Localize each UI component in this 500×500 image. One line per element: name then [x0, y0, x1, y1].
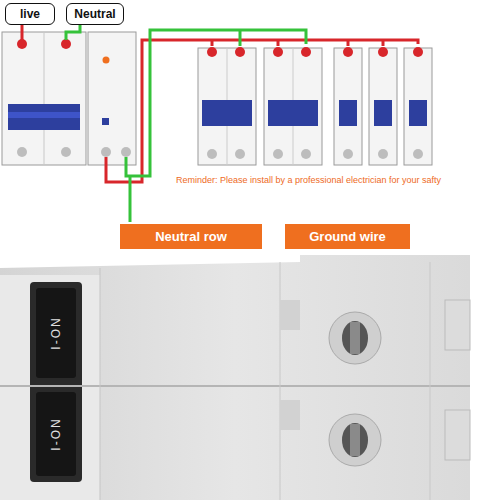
illustration-line [0, 385, 470, 387]
illustration-circle [17, 39, 27, 49]
illustration-rect [8, 112, 80, 118]
illustration-circle [103, 57, 110, 64]
supply-tag: Neutral [66, 3, 124, 25]
illustration-line [100, 268, 101, 500]
node-text: Neutral row [155, 229, 227, 244]
illustration-circle [329, 312, 381, 364]
label-band: Neutral row [120, 224, 262, 249]
illustration-rect [445, 300, 470, 350]
toggle-marking: I-ON [49, 417, 63, 450]
illustration-polyline [66, 25, 80, 40]
illustration-circle [301, 47, 311, 57]
illustration-rect [198, 48, 256, 165]
main-breaker [2, 32, 86, 165]
illustration-line [211, 40, 214, 46]
toggle-marking: I-ON [49, 316, 63, 349]
illustration-rect [8, 104, 80, 130]
illustration-circle [61, 147, 71, 157]
illustration-circle [343, 149, 353, 159]
illustration-line [430, 262, 431, 500]
illustration-rect [350, 424, 360, 456]
illustration-line [347, 40, 350, 46]
illustration-rect [88, 32, 136, 165]
illustration-ellipse [342, 321, 368, 355]
illustration-circle [329, 414, 381, 466]
illustration-rect [339, 100, 357, 126]
illustration-line [277, 40, 280, 46]
illustration-circle [121, 147, 131, 157]
illustration-circle [17, 147, 27, 157]
single-pole-breakers [334, 47, 432, 165]
illustration-line [382, 40, 385, 46]
illustration-rect [369, 48, 397, 165]
illustration-circle [378, 149, 388, 159]
illustration-circle [235, 149, 245, 159]
reminder-note: Reminder: Please install by a profession… [176, 175, 441, 185]
rcd-module [88, 32, 136, 165]
illustration-line [280, 262, 281, 500]
illustration-rect [2, 32, 86, 165]
illustration-rect [374, 100, 392, 126]
branch-drops [212, 30, 383, 46]
illustration-rect [202, 100, 252, 126]
illustration-rect [268, 100, 318, 126]
illustration-polyline [21, 25, 24, 40]
illustration-rect [445, 410, 470, 460]
illustration-circle [413, 149, 423, 159]
illustration-circle [378, 47, 388, 57]
illustration-circle [207, 149, 217, 159]
illustration-circle [235, 47, 245, 57]
illustration-rect [36, 288, 76, 378]
illustration-circle [61, 39, 71, 49]
illustration-rect [0, 275, 100, 500]
illustration-polyline [129, 176, 132, 222]
illustration-rect [102, 118, 109, 125]
node-text: live [20, 7, 40, 21]
illustration-rect [334, 48, 362, 165]
illustration-circle [273, 149, 283, 159]
illustration-rect [404, 48, 432, 165]
illustration-circle [343, 47, 353, 57]
illustration-circle [301, 149, 311, 159]
illustration-rect [409, 100, 427, 126]
illustration-circle [101, 147, 111, 157]
illustration-rect [264, 48, 322, 165]
illustration-circle [413, 47, 423, 57]
illustration-ellipse [342, 423, 368, 457]
breaker-photo [0, 255, 470, 500]
illustration-path [0, 255, 470, 500]
illustration-rect [280, 300, 300, 330]
supply-tag: live [5, 3, 55, 25]
label-band: Ground wire [285, 224, 410, 249]
illustration-polyline [106, 40, 418, 182]
two-pole-breakers [198, 47, 322, 165]
illustration-rect [30, 282, 82, 482]
illustration-rect [350, 322, 360, 354]
illustration-circle [207, 47, 217, 57]
illustration-rect [280, 400, 300, 430]
illustration-circle [273, 47, 283, 57]
node-text: Ground wire [309, 229, 386, 244]
illustration-line [44, 32, 45, 165]
illustration-rect [36, 392, 76, 476]
node-text: Neutral [74, 7, 115, 21]
illustration-line [239, 30, 242, 46]
